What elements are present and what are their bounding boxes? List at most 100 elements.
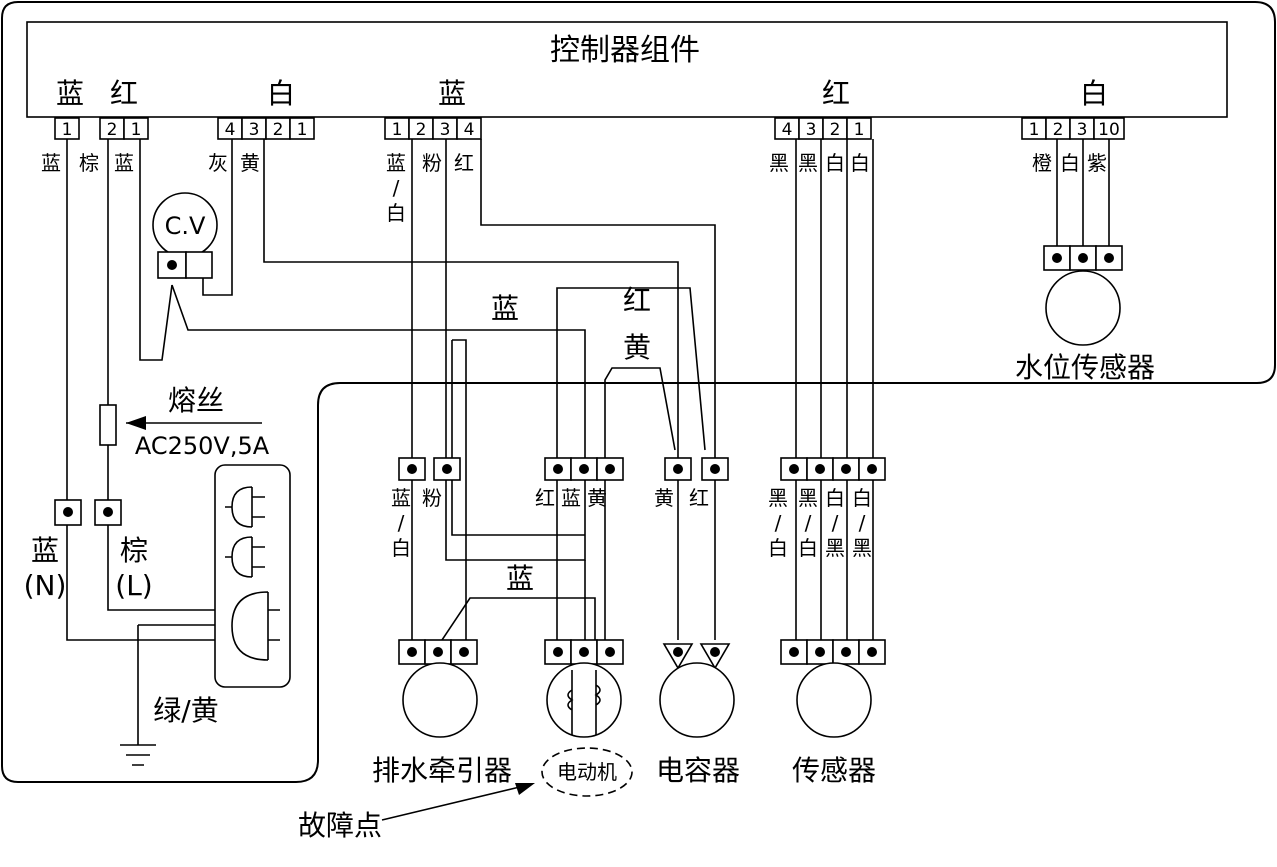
cv-valve: C.V xyxy=(152,192,218,279)
controller-box xyxy=(26,21,1228,118)
wire-label: / xyxy=(398,511,405,535)
wire-label: 黑 xyxy=(769,151,789,175)
capacitor-label: 电容器 xyxy=(656,754,740,787)
wire-label: / xyxy=(393,176,400,200)
connector-label-white-2: 白 xyxy=(1080,77,1108,110)
wire-label: 白 xyxy=(798,536,818,560)
motor xyxy=(546,662,622,738)
connector-white-1: 4 3 2 1 xyxy=(217,117,315,140)
wire-label: 棕 xyxy=(79,151,99,175)
pin-label: 4 xyxy=(782,120,793,140)
sensor xyxy=(796,662,872,738)
plug-assembly xyxy=(214,464,291,688)
drain-actuator xyxy=(402,662,478,738)
wire-label: / xyxy=(832,511,839,535)
wire-label: 黄 xyxy=(240,151,260,175)
wire-label: 黄 xyxy=(654,486,674,510)
water-level-sensor-label: 水位传感器 xyxy=(1015,351,1155,384)
pin-label: 3 xyxy=(806,120,817,140)
mid-label-blue: 蓝 xyxy=(491,292,519,325)
wire-label: 白 xyxy=(850,151,870,175)
wire-label: 黄 xyxy=(587,486,607,510)
wire-label: 白 xyxy=(852,486,872,510)
power-n-color: 蓝 xyxy=(31,534,59,567)
terminal-block-sensor-upper xyxy=(780,457,886,481)
wire-label: 粉 xyxy=(422,486,442,510)
connector-label-white-1: 白 xyxy=(267,77,295,110)
outlet-icon xyxy=(225,486,265,528)
wire-label: 黑 xyxy=(768,486,788,510)
connector-white-2: 1 2 3 10 xyxy=(1021,117,1125,140)
terminal-block-capacitor-upper xyxy=(664,457,729,481)
mid-label-blue2: 蓝 xyxy=(506,562,534,595)
wire-label: 蓝 xyxy=(561,486,581,510)
wire-label: 白 xyxy=(391,536,411,560)
fuse: 熔丝 AC250V,5A xyxy=(99,384,270,460)
ground-icon xyxy=(120,744,156,766)
pin-label: 3 xyxy=(1077,120,1088,140)
connector-red-2: 4 3 2 1 xyxy=(774,117,872,140)
wire-label: 白 xyxy=(1060,151,1080,175)
wire-label: / xyxy=(805,511,812,535)
pin-label: 2 xyxy=(273,120,284,140)
ground-label: 绿/黄 xyxy=(153,694,218,727)
terminal-block-sensor-lower xyxy=(780,639,886,665)
capacitor xyxy=(659,662,735,738)
pin-label: 1 xyxy=(131,120,142,140)
wire-label: 白 xyxy=(825,486,845,510)
motor-coil-icon xyxy=(567,670,601,735)
terminal-block-drain-upper xyxy=(398,457,461,481)
terminal-n xyxy=(54,499,82,526)
pin-label: 3 xyxy=(249,120,260,140)
fault-arrow-head xyxy=(515,783,535,795)
power-n-tag: (N) xyxy=(24,569,67,602)
connector-red-1: 2 1 xyxy=(99,117,149,140)
cv-label: C.V xyxy=(165,212,206,240)
wire-label: 白 xyxy=(825,151,845,175)
pin-label: 10 xyxy=(1098,120,1120,140)
fuse-arrow-head xyxy=(126,416,146,430)
wire-label: 红 xyxy=(454,151,474,175)
wire-label: 粉 xyxy=(422,151,442,175)
terminal-l xyxy=(94,499,122,526)
pin-label: 2 xyxy=(107,120,118,140)
controller-title: 控制器组件 xyxy=(550,33,700,68)
wire-label: 灰 xyxy=(208,151,228,175)
connector-label-red-1: 红 xyxy=(110,77,138,110)
wire-label: 橙 xyxy=(1032,151,1052,175)
pin-label: 4 xyxy=(464,120,475,140)
fault-arrow xyxy=(381,784,529,821)
fault-ellipse xyxy=(541,747,633,797)
wire-label: 蓝 xyxy=(114,151,134,175)
pin-label: 1 xyxy=(854,120,865,140)
wire-label: 黑 xyxy=(852,536,872,560)
connector-label-blue-2: 蓝 xyxy=(438,77,466,110)
pin-label: 2 xyxy=(416,120,427,140)
power-l-color: 棕 xyxy=(120,534,148,567)
pin-label: 1 xyxy=(62,120,73,140)
connector-blue-1: 1 xyxy=(54,117,80,140)
terminal-block-capacitor-lower xyxy=(662,643,731,670)
fuse-label: 熔丝 xyxy=(168,384,224,417)
power-l-tag: (L) xyxy=(115,569,152,602)
outlet-icon xyxy=(225,536,265,578)
pin-label: 1 xyxy=(392,120,403,140)
plug-icon xyxy=(231,591,280,661)
motor-label: 电动机 xyxy=(557,760,617,784)
wire-label: 白 xyxy=(768,536,788,560)
wire-label: 黑 xyxy=(798,151,818,175)
terminal-block-motor-upper xyxy=(544,457,624,481)
wire-label: 红 xyxy=(535,486,555,510)
pin-label: 2 xyxy=(1053,120,1064,140)
mid-label-yellow: 黄 xyxy=(623,331,651,364)
wire-label: 白 xyxy=(386,201,406,225)
fault-label: 故障点 xyxy=(298,809,382,842)
wire-label: 红 xyxy=(689,486,709,510)
connector-blue-2: 1 2 3 4 xyxy=(384,117,482,140)
wire-label: 黑 xyxy=(798,486,818,510)
pin-label: 2 xyxy=(830,120,841,140)
water-level-sensor xyxy=(1043,245,1123,346)
pin-label: 1 xyxy=(1029,120,1040,140)
terminal-block-drain-lower xyxy=(398,639,478,665)
